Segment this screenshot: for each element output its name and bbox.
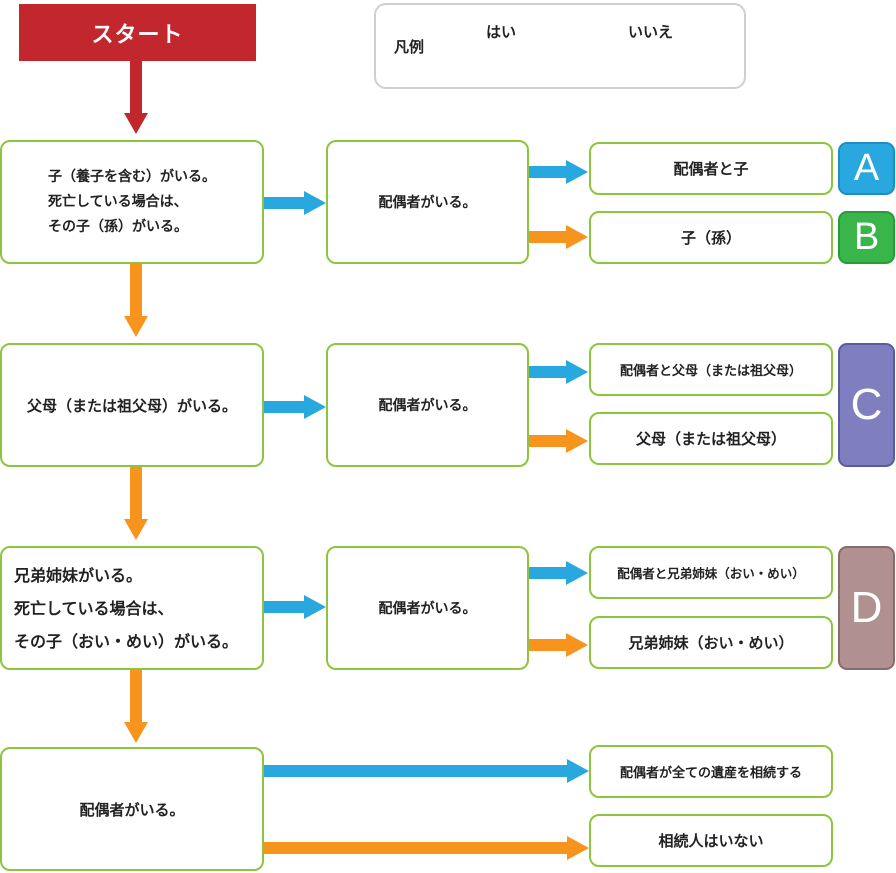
- result-label: 子（孫）: [680, 229, 741, 247]
- badge-d: D: [838, 546, 895, 670]
- result-label: 兄弟姉妹（おい・めい）: [628, 634, 794, 652]
- result-label: 配偶者と子: [673, 160, 749, 178]
- result-label: 配偶者と兄弟姉妹（おい・めい）: [617, 566, 805, 581]
- row2-spouse-no-arrow: [529, 429, 588, 453]
- result-children: 子（孫）: [589, 211, 833, 264]
- result-no-heirs: 相続人はいない: [589, 814, 833, 867]
- row1-no-down-arrow: [124, 264, 148, 337]
- legend: 凡例 はい いいえ: [374, 3, 746, 89]
- spouse-question-label: 配偶者がいる。: [378, 398, 477, 414]
- result-label: 父母（または祖父母）: [635, 430, 786, 448]
- question-siblings: 兄弟姉妹がいる。 死亡している場合は、 その子（おい・めい）がいる。: [0, 546, 264, 670]
- question-line: 父母（または祖父母）がいる。: [26, 396, 237, 415]
- row2-yes-right-arrow: [264, 395, 326, 419]
- row1-yes-right-arrow: [264, 191, 326, 215]
- question-line: 子（養子を含む）がいる。: [48, 168, 216, 185]
- legend-no-label: いいえ: [628, 23, 674, 41]
- result-label: 相続人はいない: [658, 832, 764, 850]
- start-label: スタート: [91, 22, 184, 48]
- spouse-question-2: 配偶者がいる。: [326, 343, 529, 467]
- row3-spouse-yes-arrow: [529, 561, 588, 585]
- question-line: その子（おい・めい）がいる。: [14, 631, 239, 651]
- spouse-question-label: 配偶者がいる。: [378, 601, 477, 617]
- result-spouse-and-parents: 配偶者と父母（または祖父母）: [589, 343, 833, 396]
- badge-a: A: [838, 142, 895, 195]
- question-spouse-only: 配偶者がいる。: [0, 747, 264, 871]
- row4-yes-right-arrow: [264, 759, 589, 783]
- badge-label: A: [853, 147, 880, 189]
- result-parents: 父母（または祖父母）: [589, 412, 833, 465]
- spouse-question-1: 配偶者がいる。: [326, 140, 529, 264]
- result-spouse-and-siblings: 配偶者と兄弟姉妹（おい・めい）: [589, 546, 833, 599]
- question-children: 子（養子を含む）がいる。 死亡している場合は、 その子（孫）がいる。: [0, 140, 264, 264]
- start-down-arrow: [124, 61, 148, 134]
- result-siblings: 兄弟姉妹（おい・めい）: [589, 616, 833, 669]
- row1-spouse-yes-arrow: [529, 160, 588, 184]
- row3-spouse-no-arrow: [529, 633, 588, 657]
- result-label: 配偶者が全ての遺産を相続する: [619, 766, 802, 781]
- row3-no-down-arrow: [124, 670, 148, 743]
- question-parents: 父母（または祖父母）がいる。: [0, 343, 264, 467]
- question-line: 死亡している場合は、: [48, 193, 188, 210]
- legend-yes-label: はい: [486, 23, 517, 41]
- legend-title: 凡例: [394, 38, 425, 56]
- badge-label: C: [850, 380, 883, 429]
- spouse-question-label: 配偶者がいる。: [378, 195, 477, 211]
- badge-label: B: [853, 216, 880, 258]
- question-line: 兄弟姉妹がいる。: [14, 565, 143, 585]
- row2-no-down-arrow: [124, 467, 148, 540]
- row3-yes-right-arrow: [264, 595, 326, 619]
- badge-c: C: [838, 343, 895, 467]
- row4-no-right-arrow: [264, 836, 589, 860]
- question-line: その子（孫）がいる。: [48, 218, 188, 235]
- start-node: スタート: [19, 4, 256, 61]
- result-spouse-and-children: 配偶者と子: [589, 142, 833, 195]
- badge-b: B: [838, 211, 895, 264]
- result-spouse-inherits-all: 配偶者が全ての遺産を相続する: [589, 745, 833, 798]
- row2-spouse-yes-arrow: [529, 360, 588, 384]
- badge-label: D: [850, 583, 883, 632]
- question-line: 死亡している場合は、: [14, 598, 174, 618]
- row1-spouse-no-arrow: [529, 225, 588, 249]
- question-line: 配偶者がいる。: [79, 800, 185, 819]
- spouse-question-3: 配偶者がいる。: [326, 546, 529, 670]
- result-label: 配偶者と父母（または祖父母）: [619, 364, 802, 379]
